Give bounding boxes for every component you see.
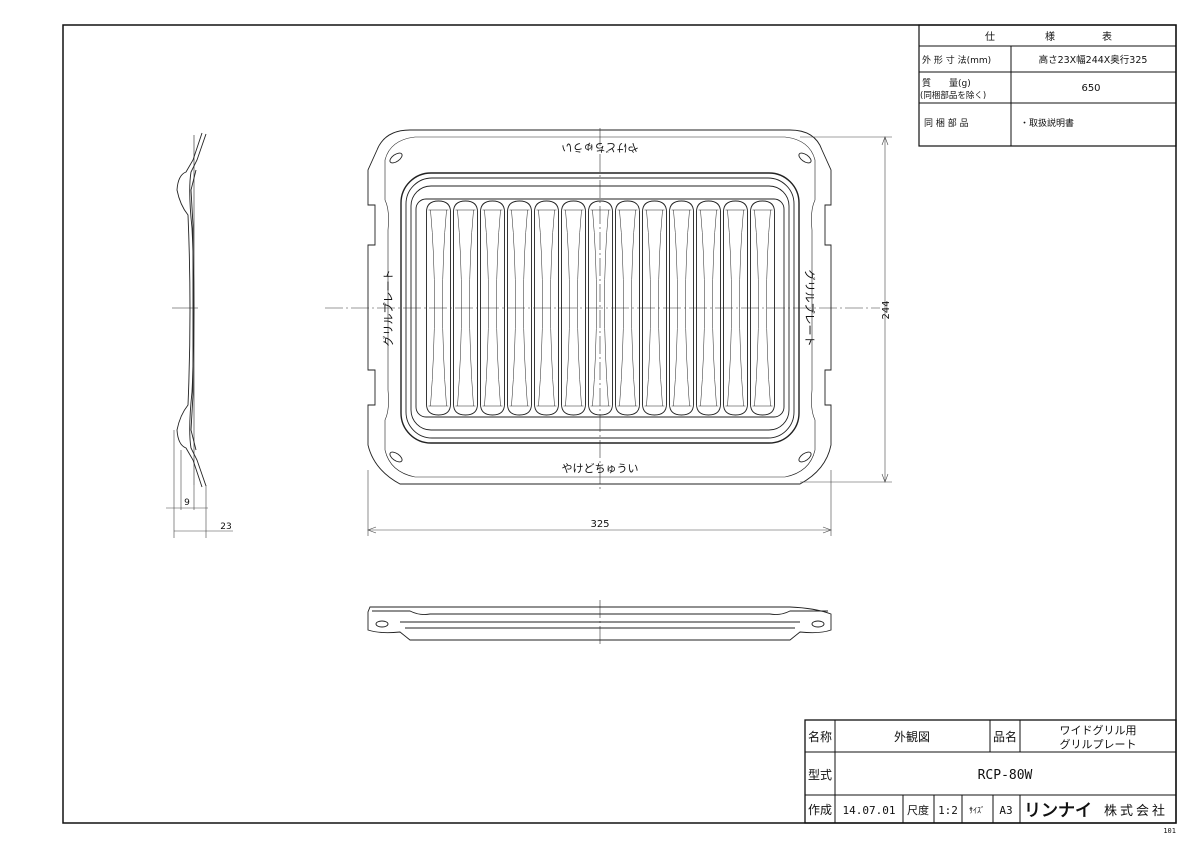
rib-detail [752, 209, 773, 407]
rib [696, 200, 721, 416]
name-label: 名称 [808, 729, 832, 744]
rib-detail [644, 209, 665, 407]
spec-value-weight: 650 [1081, 83, 1100, 94]
plate-label-top: やけどちゅうい [562, 141, 639, 154]
spec-label-dimensions: 外 形 寸 法(mm) [922, 54, 991, 66]
product-line-1: ワイドグリル用 [1060, 723, 1137, 737]
rib [723, 200, 748, 416]
rib-detail [725, 209, 746, 407]
plate-label-left: グリルプレート [381, 270, 395, 347]
spec-label-accessories: 同 梱 部 品 [924, 117, 969, 129]
rib [480, 200, 505, 416]
rib-detail [536, 209, 557, 407]
rib [534, 200, 559, 416]
spec-table [918, 24, 1177, 147]
title-block [804, 719, 1177, 824]
spec-value-dimensions: 高さ23X幅244X奥行325 [1039, 54, 1148, 66]
rib-detail [563, 209, 584, 407]
company-suffix: 株式会社 [1104, 803, 1168, 819]
plate-side-view [172, 132, 207, 488]
rib-detail [509, 209, 530, 407]
dimension-height [800, 136, 892, 483]
rib-detail [590, 209, 611, 407]
model-label: 型式 [808, 768, 832, 782]
rib-group [426, 200, 775, 416]
scale-label: 尺度 [907, 803, 929, 817]
name-value: 外観図 [894, 730, 930, 744]
spec-label-weight: 質 量(g) [922, 77, 971, 89]
dimension-side [166, 430, 233, 538]
sheet-code: 101 [1163, 827, 1176, 835]
created-label: 作成 [808, 803, 832, 817]
rib-detail [698, 209, 719, 407]
size-label: ｻｲｽﾞ [969, 806, 985, 815]
rib [507, 200, 532, 416]
dim-height-label: 244 [881, 300, 892, 319]
spec-label-weight-note: (同梱部品を除く) [920, 90, 986, 101]
spec-header-2: 様 [1045, 30, 1055, 43]
rib-detail [617, 209, 638, 407]
rib [669, 200, 694, 416]
plate-label-bottom: やけどちゅうい [562, 462, 639, 475]
rib [750, 200, 775, 416]
centerlines [325, 128, 880, 645]
rib [453, 200, 478, 416]
size-value: A3 [999, 804, 1012, 817]
rib-detail [455, 209, 476, 407]
plate-label-right: グリルプレート [803, 270, 817, 347]
rib [561, 200, 586, 416]
rib-detail [671, 209, 692, 407]
rib [615, 200, 640, 416]
spec-value-accessories: ・取扱説明書 [1020, 117, 1074, 129]
rib [588, 200, 613, 416]
spec-header-1: 仕 [985, 30, 995, 43]
rib [642, 200, 667, 416]
dim-side-inner-label: 9 [184, 498, 190, 508]
rib-detail [428, 209, 449, 407]
company-logo: リンナイ [1024, 801, 1092, 821]
rib [426, 200, 451, 416]
created-value: 14.07.01 [843, 804, 896, 817]
plate-front-view [367, 606, 832, 641]
rib-detail [482, 209, 503, 407]
model-value: RCP-80W [978, 768, 1033, 783]
drawing-frame [62, 24, 1177, 824]
product-line-2: グリルプレート [1060, 737, 1137, 751]
spec-header-3: 表 [1102, 30, 1112, 43]
dimension-width [367, 470, 832, 536]
scale-value: 1:2 [938, 804, 958, 817]
product-label: 品名 [993, 729, 1017, 744]
dim-width-label: 325 [590, 519, 609, 530]
plate-top-view [367, 129, 832, 485]
dim-side-total-label: 23 [220, 522, 231, 532]
